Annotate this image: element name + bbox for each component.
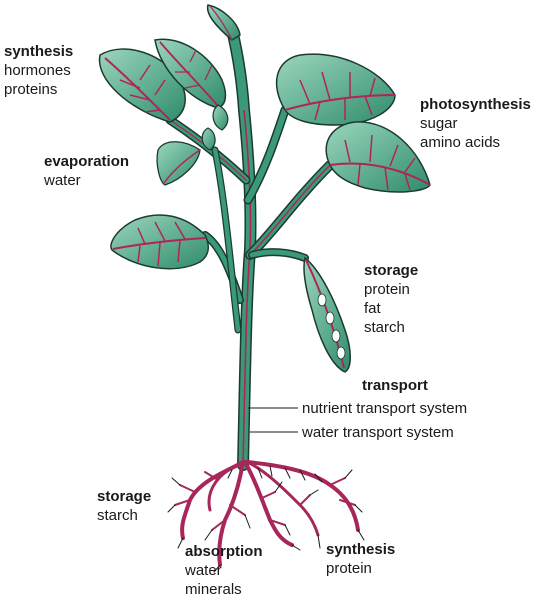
stem [226, 24, 257, 471]
seed-pod [303, 256, 351, 373]
leaf-right [325, 121, 431, 193]
label-synthesis-root: synthesis protein [326, 540, 395, 578]
label-item: protein [326, 560, 372, 577]
label-item: proteins [4, 81, 58, 98]
transport-pointers [248, 407, 298, 433]
label-item: fat [364, 300, 381, 317]
label-photosynthesis: photosynthesis sugar amino acids [420, 95, 531, 152]
label-storage-root: storage starch [97, 487, 151, 525]
label-absorption: absorption water minerals [185, 542, 263, 599]
leaf-top-bud [206, 4, 241, 41]
leaf-top-center [154, 38, 227, 109]
branches [165, 105, 335, 334]
label-synthesis-top: synthesis hormones proteins [4, 42, 73, 99]
label-heading: synthesis [326, 541, 396, 558]
label-heading: photosynthesis [420, 96, 531, 113]
label-item: starch [97, 507, 138, 524]
leaf-left-mid [110, 214, 210, 270]
label-heading: absorption [185, 543, 263, 560]
label-nutrient-transport: nutrient transport system [302, 400, 468, 417]
buds [201, 104, 229, 151]
label-storage-pod: storage protein fat starch [364, 261, 418, 337]
label-item: starch [364, 319, 405, 336]
label-transport-heading: transport [362, 377, 428, 394]
label-item: hormones [4, 62, 71, 79]
leaf-top-left [98, 48, 186, 123]
label-heading: synthesis [4, 43, 74, 60]
label-item: water [185, 562, 222, 579]
label-heading: evaporation [44, 153, 130, 170]
label-item: sugar [420, 115, 458, 132]
label-evaporation: evaporation water [44, 152, 129, 190]
label-item: minerals [185, 581, 242, 598]
label-item: water [44, 172, 81, 189]
label-heading: storage [364, 262, 419, 279]
label-item: amino acids [420, 134, 501, 151]
leaf-upper-right [275, 53, 396, 126]
label-heading: storage [97, 488, 152, 505]
label-item: protein [364, 281, 410, 298]
leaf-left-small [156, 141, 201, 186]
roots [167, 460, 365, 573]
label-water-transport: water transport system [302, 424, 454, 441]
